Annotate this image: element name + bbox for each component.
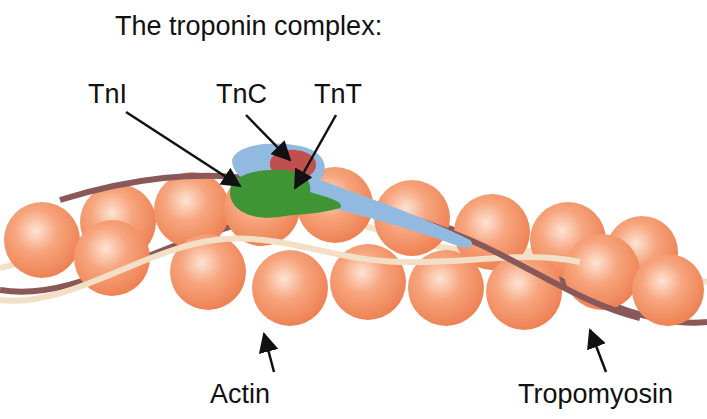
leader-arrow: [126, 112, 240, 186]
part-label: TnI: [88, 80, 127, 110]
part-label: TnC: [216, 80, 267, 110]
part-label: Tropomyosin: [518, 380, 673, 410]
actin-filament: [4, 167, 704, 330]
leader-arrow: [264, 334, 274, 372]
leader-arrow: [295, 115, 336, 188]
diagram-title: The troponin complex:: [115, 12, 382, 42]
part-label: TnT: [314, 80, 362, 110]
troponin-i: [230, 170, 341, 218]
part-label: Actin: [210, 380, 270, 410]
leader-arrow: [246, 115, 290, 160]
leader-arrow: [590, 330, 606, 372]
